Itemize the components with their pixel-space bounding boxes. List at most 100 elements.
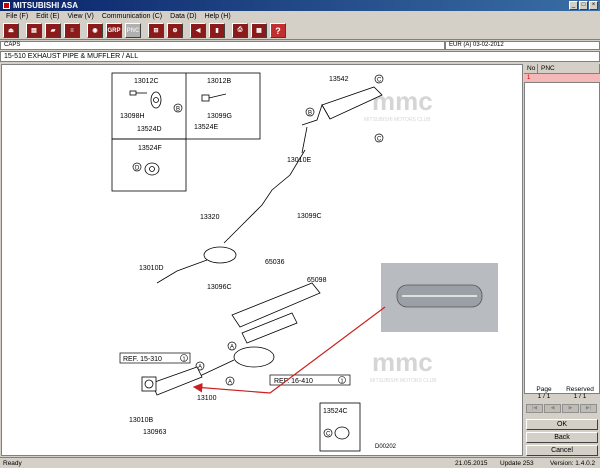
label-65036[interactable]: 65036: [265, 259, 285, 266]
highlight-arrow: [192, 382, 271, 394]
drawing-number: D00202: [375, 444, 397, 450]
prev-button[interactable]: ◀: [190, 23, 206, 38]
svg-text:A: A: [230, 345, 234, 351]
label-130963[interactable]: 130963: [143, 429, 166, 436]
reserved-value: 1 / 1: [573, 393, 587, 400]
parts-diagram[interactable]: 13012C 13012B 13098H 13524D 13099G 13524…: [1, 64, 523, 456]
help-button[interactable]: ?: [270, 23, 286, 38]
group-list-button[interactable]: ≡: [64, 23, 80, 38]
watermark-top: mmc MITSUBISHI MOTORS CLUB: [364, 86, 433, 123]
vehicle-icon: ▰: [50, 28, 56, 34]
menu-view[interactable]: View (V): [67, 13, 94, 20]
diagram-svg: 13012C 13012B 13098H 13524D 13099G 13524…: [111, 72, 498, 452]
window-controls: _ □ ×: [569, 1, 598, 10]
search-button[interactable]: ◉: [87, 23, 103, 38]
pnc-list-area[interactable]: [524, 82, 600, 394]
minimize-icon[interactable]: _: [569, 1, 578, 10]
pnc-table-header: No PNC: [524, 64, 600, 74]
settings-icon: ▦: [256, 28, 262, 34]
caps-bar: CAPS EUR (A) 03-02-2012: [0, 41, 600, 50]
zoom-button[interactable]: ⊕: [167, 23, 183, 38]
app-logo-icon: [3, 2, 10, 9]
label-13012b[interactable]: 13012B: [207, 78, 231, 85]
status-update: Update 253: [500, 459, 534, 467]
back-button[interactable]: Back: [526, 432, 598, 443]
parts-icon: ⊞: [153, 28, 159, 34]
page-value: 1 / 1: [537, 393, 551, 400]
vehicle-button[interactable]: ▰: [45, 23, 61, 38]
first-page-icon[interactable]: |◀: [526, 404, 543, 413]
ref-16-410-box[interactable]: REF. 16-410 1: [269, 374, 351, 386]
label-13542[interactable]: 13542: [329, 76, 349, 83]
caps-field: CAPS: [0, 41, 445, 50]
watermark-bottom: mmc MITSUBISHI MOTORS CLUB: [370, 347, 437, 384]
label-13096c[interactable]: 13096C: [207, 284, 232, 291]
svg-text:mmc: mmc: [372, 347, 433, 377]
ref-15-310-box[interactable]: REF. 15-310 1: [119, 352, 191, 364]
label-13099c[interactable]: 13099C: [297, 213, 322, 220]
maximize-icon[interactable]: □: [579, 1, 588, 10]
svg-text:B: B: [308, 111, 312, 117]
label-13099g[interactable]: 13099G: [207, 113, 232, 120]
catalog-button[interactable]: ▤: [26, 23, 42, 38]
window-title: MITSUBISHI ASA: [13, 1, 79, 10]
callouts-lower: A A A: [195, 341, 237, 386]
print-icon: ⎙: [237, 27, 243, 33]
svg-text:1: 1: [183, 357, 186, 363]
label-65098[interactable]: 65098: [307, 277, 327, 284]
svg-text:D: D: [135, 166, 140, 172]
title-bar: MITSUBISHI ASA _ □ ×: [0, 0, 600, 11]
prev-page-icon[interactable]: ◀: [544, 404, 561, 413]
print-button[interactable]: ⎙: [232, 23, 248, 38]
label-13100[interactable]: 13100: [197, 395, 217, 402]
parts-button[interactable]: ⊞: [148, 23, 164, 38]
ok-button[interactable]: OK: [526, 419, 598, 430]
status-version: Version: 1.4.0.2: [550, 459, 596, 467]
label-13524f[interactable]: 13524F: [138, 145, 162, 152]
callout-b-inset: B D: [132, 103, 183, 172]
cart-button[interactable]: ▮: [209, 23, 225, 38]
region-select[interactable]: EUR (A) 03-02-2012: [445, 41, 600, 50]
label-13012c[interactable]: 13012C: [134, 78, 159, 85]
hanger-13524f-icon: [144, 162, 160, 176]
inset-box-13524c: C: [319, 402, 361, 452]
prev-icon: ◀: [195, 28, 201, 34]
pnc-button[interactable]: PNC: [125, 23, 141, 38]
svg-text:C: C: [326, 432, 331, 438]
pnc-panel: No PNC 1 Page 1 / 1 Reserved 1 / 1 |◀ ◀ …: [524, 64, 600, 456]
table-row[interactable]: 1: [524, 74, 600, 82]
menu-communication[interactable]: Communication (C): [101, 13, 163, 20]
pager: Page 1 / 1 Reserved 1 / 1: [524, 386, 600, 400]
bolt-13012c-icon: [129, 90, 227, 109]
menu-help[interactable]: Help (H): [204, 13, 231, 20]
grp-button[interactable]: GRP: [106, 23, 122, 38]
col-no[interactable]: No: [524, 64, 538, 73]
label-13524c[interactable]: 13524C: [323, 408, 348, 415]
label-13320[interactable]: 13320: [200, 214, 220, 221]
muffler-assembly: [223, 86, 383, 244]
label-13524d[interactable]: 13524D: [137, 126, 162, 133]
close-icon[interactable]: ×: [589, 1, 598, 10]
front-pipe-13100: [141, 366, 203, 396]
menu-data[interactable]: Data (D): [170, 13, 197, 20]
highlight-line: [269, 306, 386, 394]
next-page-icon[interactable]: ▶: [562, 404, 579, 413]
exit-button[interactable]: ⏏: [3, 23, 19, 38]
label-13010e[interactable]: 13010E: [287, 157, 311, 164]
menu-file[interactable]: File (F): [6, 13, 29, 20]
svg-text:REF. 15-310: REF. 15-310: [123, 356, 162, 363]
label-13010b[interactable]: 13010B: [129, 417, 153, 424]
label-13524e[interactable]: 13524E: [194, 124, 218, 131]
svg-text:A: A: [228, 380, 232, 386]
col-pnc[interactable]: PNC: [538, 64, 600, 73]
settings-button[interactable]: ▦: [251, 23, 267, 38]
svg-text:MITSUBISHI MOTORS CLUB: MITSUBISHI MOTORS CLUB: [364, 117, 431, 123]
heat-shield: [231, 282, 321, 344]
zoom-icon: ⊕: [172, 28, 178, 34]
catalog-icon: ▤: [31, 28, 37, 34]
label-13098h[interactable]: 13098H: [120, 113, 145, 120]
menu-edit[interactable]: Edit (E): [36, 13, 60, 20]
cancel-button[interactable]: Cancel: [526, 445, 598, 456]
label-13010d[interactable]: 13010D: [139, 265, 164, 272]
last-page-icon[interactable]: ▶|: [580, 404, 597, 413]
